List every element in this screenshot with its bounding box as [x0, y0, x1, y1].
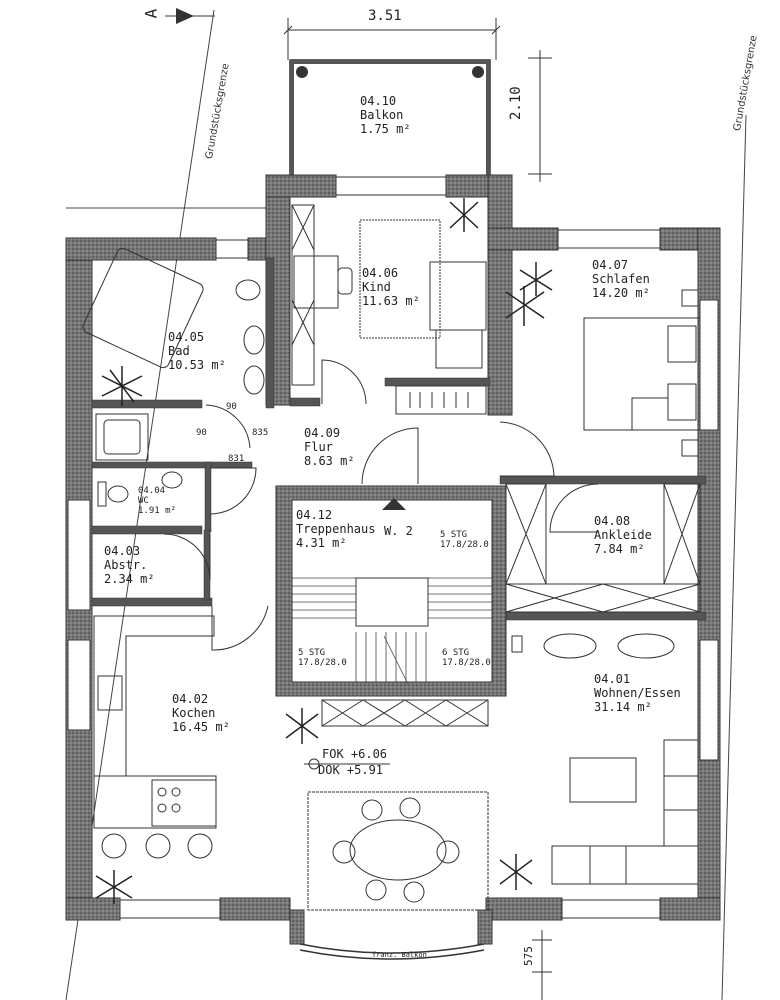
room-name: Kochen: [172, 706, 216, 720]
wardrobe: [395, 385, 487, 415]
interior-walls: [91, 257, 707, 621]
room-code: 04.02: [172, 692, 209, 706]
room-code: 04.08: [594, 514, 631, 528]
boundary-line-right: [721, 114, 747, 1000]
room-area: 11.63 m²: [362, 294, 420, 308]
room-area: 10.53 m²: [168, 358, 226, 372]
room-label-kind: 04.06 Kind 11.63 m²: [362, 266, 420, 308]
room-label-flur: 04.09 Flur 8.63 m²: [304, 426, 355, 468]
bay-depth-dimension: [532, 930, 552, 1000]
bay-window: [299, 943, 485, 960]
doors: [163, 359, 599, 651]
section-marker: [165, 8, 215, 24]
kids-room-furniture: [291, 204, 487, 386]
room-code: 04.12: [296, 508, 333, 522]
room-code: 04.06: [362, 266, 399, 280]
room-name: WC: [138, 496, 149, 506]
planter-icon: [296, 66, 308, 78]
room-label-wohnen: 04.01 Wohnen/Essen 31.14 m²: [594, 672, 681, 714]
door-note: 831: [228, 454, 245, 464]
section-marker-label: A: [141, 8, 161, 19]
room-label-balkon: 04.10 Balkon 1.75 m²: [360, 94, 411, 136]
bedroom-furniture: [583, 289, 701, 457]
room-name: Balkon: [360, 108, 404, 122]
room-name: Kind: [362, 280, 391, 294]
balcony-width-dimension: [283, 18, 501, 60]
level-dok: DOK +5.91: [318, 763, 384, 777]
room-name: Ankleide: [594, 528, 652, 542]
room-area: 14.20 m²: [592, 286, 650, 300]
stair-note-right: 6 STG 17.8/28.0: [442, 648, 491, 668]
door-note: 835: [252, 428, 269, 438]
room-name: Treppenhaus: [296, 522, 376, 536]
plant-icon: [449, 198, 479, 232]
section-arrow-icon: [176, 8, 194, 24]
kitchen-furniture: [93, 615, 217, 859]
bay-depth-label: 575: [522, 946, 535, 966]
room-area: 1.91 m²: [138, 506, 176, 516]
stair-note-top: 5 STG 17.8/28.0: [440, 530, 489, 550]
room-name: Wohnen/Essen: [594, 686, 681, 700]
windows: [67, 176, 719, 919]
room-area: 2.34 m²: [104, 572, 155, 586]
room-area: 1.75 m²: [360, 122, 411, 136]
room-code: 04.01: [594, 672, 631, 686]
balcony-depth-label: 2.10: [508, 86, 524, 120]
stair-direction-icon: [382, 498, 406, 510]
living-room-furniture: [307, 633, 699, 911]
room-code: 04.07: [592, 258, 629, 272]
storage-cabinets: [321, 699, 489, 727]
stair-note-left: 5 STG 17.8/28.0: [298, 648, 347, 668]
bay-label: franz. Balkon: [372, 951, 427, 959]
room-area: 31.14 m²: [594, 700, 652, 714]
plant-icon: [101, 366, 143, 406]
level-marker: [304, 758, 390, 770]
room-label-abstr: 04.03 Abstr. 2.34 m²: [104, 544, 155, 586]
door-note: 90: [196, 428, 207, 438]
room-label-ankleide: 04.08 Ankleide 7.84 m²: [594, 514, 652, 556]
apartment-number: W. 2: [384, 524, 413, 538]
room-area: 7.84 m²: [594, 542, 645, 556]
room-name: Schlafen: [592, 272, 650, 286]
plant-icon: [95, 708, 533, 904]
door-note: 90: [226, 402, 237, 412]
room-name: Abstr.: [104, 558, 148, 572]
room-code: 04.05: [168, 330, 205, 344]
bathroom-fixtures: [82, 247, 265, 507]
room-label-treppenhaus: 04.12 Treppenhaus 4.31 m²: [296, 508, 375, 550]
room-label-kochen: 04.02 Kochen 16.45 m²: [172, 692, 230, 734]
room-code: 04.10: [360, 94, 397, 108]
room-label-bad: 04.05 Bad 10.53 m²: [168, 330, 226, 372]
room-label-schlafen: 04.07 Schlafen 14.20 m²: [592, 258, 650, 300]
room-code: 04.09: [304, 426, 341, 440]
room-area: 4.31 m²: [296, 536, 347, 550]
room-code: 04.03: [104, 544, 141, 558]
balcony-width-label: 3.51: [368, 8, 402, 24]
plant-icon: [505, 262, 553, 326]
level-fok: FOK +6.06: [322, 747, 388, 761]
room-name: Flur: [304, 440, 333, 454]
room-label-wc: 04.04 WC 1.91 m²: [138, 486, 176, 516]
room-name: Bad: [168, 344, 190, 358]
dressing-room-furniture: [505, 483, 701, 613]
planter-icon: [472, 66, 484, 78]
stairwell: [275, 485, 507, 697]
balcony-depth-dimension: [528, 50, 552, 182]
room-area: 16.45 m²: [172, 720, 230, 734]
room-code: 04.04: [138, 486, 166, 496]
room-area: 8.63 m²: [304, 454, 355, 468]
